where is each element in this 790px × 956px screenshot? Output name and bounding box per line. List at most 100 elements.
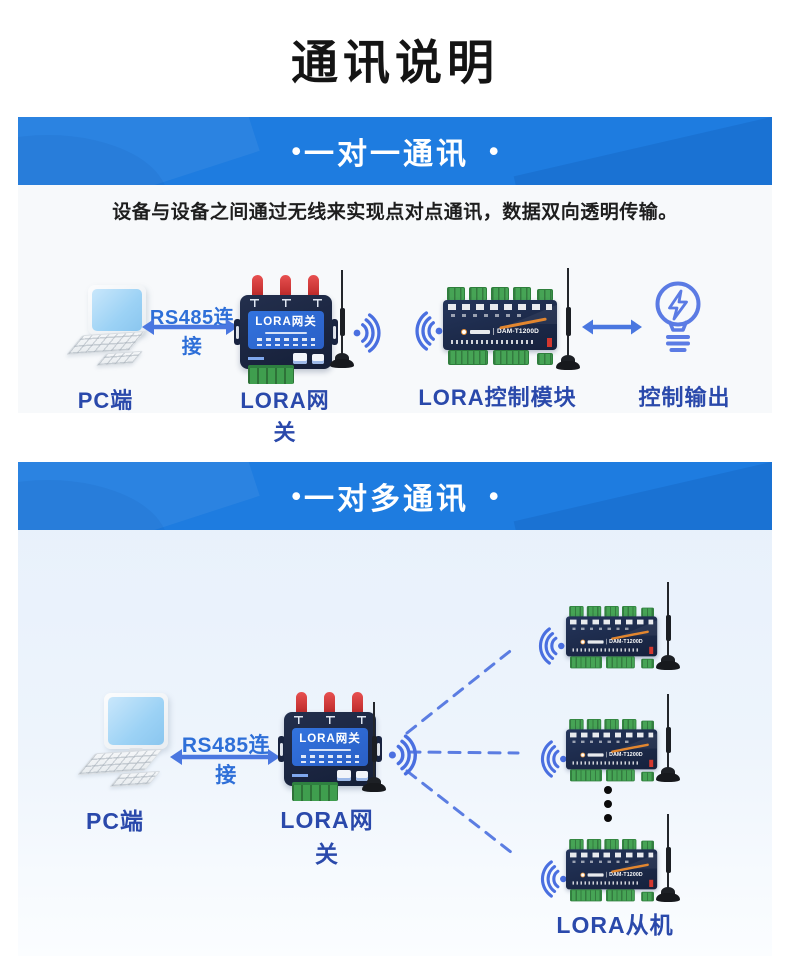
- section-one-header: • 一对一通讯 •: [18, 117, 772, 185]
- control-output-label: 控制输出: [638, 385, 731, 410]
- whip-antenna: [656, 684, 680, 782]
- wifi-waves-icon: [540, 740, 567, 778]
- mount-ear: [278, 736, 285, 762]
- whip-antenna: [656, 572, 680, 670]
- led-row: [451, 314, 527, 317]
- whip-antenna: [556, 258, 580, 370]
- pc-label: PC端: [86, 808, 144, 834]
- terminal-block: [469, 287, 487, 301]
- brand-logo-icon: [580, 752, 586, 757]
- wifi-waves-icon: [415, 311, 443, 351]
- reset-button: [649, 759, 654, 767]
- brand-logo-icon: [580, 872, 586, 877]
- wifi-waves-icon: [353, 313, 381, 353]
- terminal-block: [491, 287, 509, 301]
- connector-row: [448, 304, 552, 310]
- red-antenna-icon: [308, 275, 319, 299]
- module-model-text: DAM-T1200D: [496, 328, 540, 335]
- module-logo-row: DAM-T1200D: [443, 328, 557, 335]
- mount-ear: [331, 319, 338, 345]
- module-case: DAM-T1200D: [566, 616, 658, 657]
- reset-button: [649, 646, 654, 654]
- gateway-device-name: LORA网关: [255, 316, 317, 328]
- ellipsis-dot: [604, 814, 612, 822]
- gateway-port-strip: [292, 769, 368, 782]
- divider: [492, 328, 494, 335]
- whip-antenna: [656, 804, 680, 902]
- lora-slave-device: DAM-T1200D: [566, 606, 658, 669]
- pc-monitor: [88, 285, 146, 335]
- pin-row: [451, 340, 533, 344]
- usb-port-icon: [356, 770, 368, 781]
- red-antenna-icon: [352, 692, 363, 716]
- red-antenna-icon: [280, 275, 291, 299]
- reset-button: [649, 879, 654, 887]
- brand-logo-icon: [460, 328, 467, 335]
- control-module-label: LORA控制模块: [418, 385, 577, 410]
- port-label-bar: [248, 357, 264, 360]
- gateway-port-strip: [248, 352, 324, 365]
- brand-name-bar: [469, 329, 490, 334]
- reset-button: [547, 338, 552, 347]
- gateway-front-panel: LORA网关: [292, 728, 368, 766]
- gateway-spec-bar: [301, 760, 359, 764]
- module-model-text: DAM-T1200D: [609, 871, 643, 878]
- antenna-port-marks: [250, 299, 322, 309]
- brand-logo-icon: [580, 639, 586, 644]
- lora-slave-device: DAM-T1200D: [566, 719, 658, 782]
- bullet-icon: •: [291, 135, 301, 166]
- pc-monitor: [104, 693, 168, 749]
- section-many-title: • 一对多通讯 •: [292, 474, 499, 518]
- rj45-port-icon: [293, 353, 307, 364]
- slaves-label: LORA从机: [556, 912, 674, 938]
- lora-control-module-device: DAM-T1200D: [443, 287, 557, 365]
- section-many-title-text: 一对多通讯: [304, 483, 469, 516]
- wifi-waves-icon: [540, 860, 567, 898]
- terminal-block: [248, 365, 294, 384]
- mount-ear: [234, 319, 241, 345]
- gateway-spec-bar: [257, 338, 315, 341]
- lora-gateway-device: LORA网关: [278, 679, 382, 801]
- gateway-spec-bar: [257, 343, 315, 347]
- page-title: 通讯说明: [291, 36, 499, 89]
- whip-antenna: [362, 692, 386, 792]
- wifi-waves-icon: [388, 734, 418, 776]
- control-output-bulb-icon: [655, 281, 701, 352]
- double-arrow-icon: [170, 749, 280, 765]
- terminal-block: [292, 782, 338, 801]
- gateway-front-panel: LORA网关: [248, 311, 324, 349]
- ellipsis-dot: [604, 786, 612, 794]
- usb-port-icon: [312, 353, 324, 364]
- section-many-header: • 一对多通讯 •: [18, 462, 772, 530]
- antenna-port-marks: [294, 716, 366, 726]
- wifi-waves-icon: [538, 627, 565, 665]
- terminal-block: [493, 350, 529, 365]
- terminal-block: [537, 353, 553, 365]
- whip-antenna: [330, 260, 354, 368]
- broadcast-dashed-lines: [405, 646, 520, 858]
- double-arrow-icon: [582, 319, 642, 335]
- rs485-link-label: RS485连接: [181, 734, 271, 787]
- pc-monitor-screen: [108, 697, 164, 745]
- section-one-description: 设备与设备之间通过无线来实现点对点通讯，数据双向透明传输。: [112, 202, 678, 223]
- gateway-label: LORA网关: [280, 807, 374, 867]
- mount-ear: [375, 736, 382, 762]
- module-case: DAM-T1200D: [443, 300, 557, 350]
- module-case: DAM-T1200D: [566, 729, 658, 770]
- module-model-text: DAM-T1200D: [609, 751, 643, 758]
- terminal-block: [513, 287, 531, 301]
- gateway-device-name: LORA网关: [299, 733, 361, 745]
- lora-gateway-device: LORA网关: [234, 262, 338, 384]
- terminal-block: [448, 350, 488, 365]
- gateway-subtitle-bar: [309, 748, 351, 752]
- gateway-label: LORA网关: [240, 388, 330, 445]
- lora-slave-device: DAM-T1200D: [566, 839, 658, 902]
- module-model-text: DAM-T1200D: [609, 638, 643, 645]
- section-one-title-text: 一对一通讯: [304, 138, 469, 171]
- section-one-panel: • 一对一通讯 •: [18, 117, 772, 413]
- rj45-port-icon: [337, 770, 351, 781]
- red-antenna-icon: [296, 692, 307, 716]
- bullet-icon: •: [291, 480, 301, 511]
- pc-label: PC端: [77, 388, 134, 413]
